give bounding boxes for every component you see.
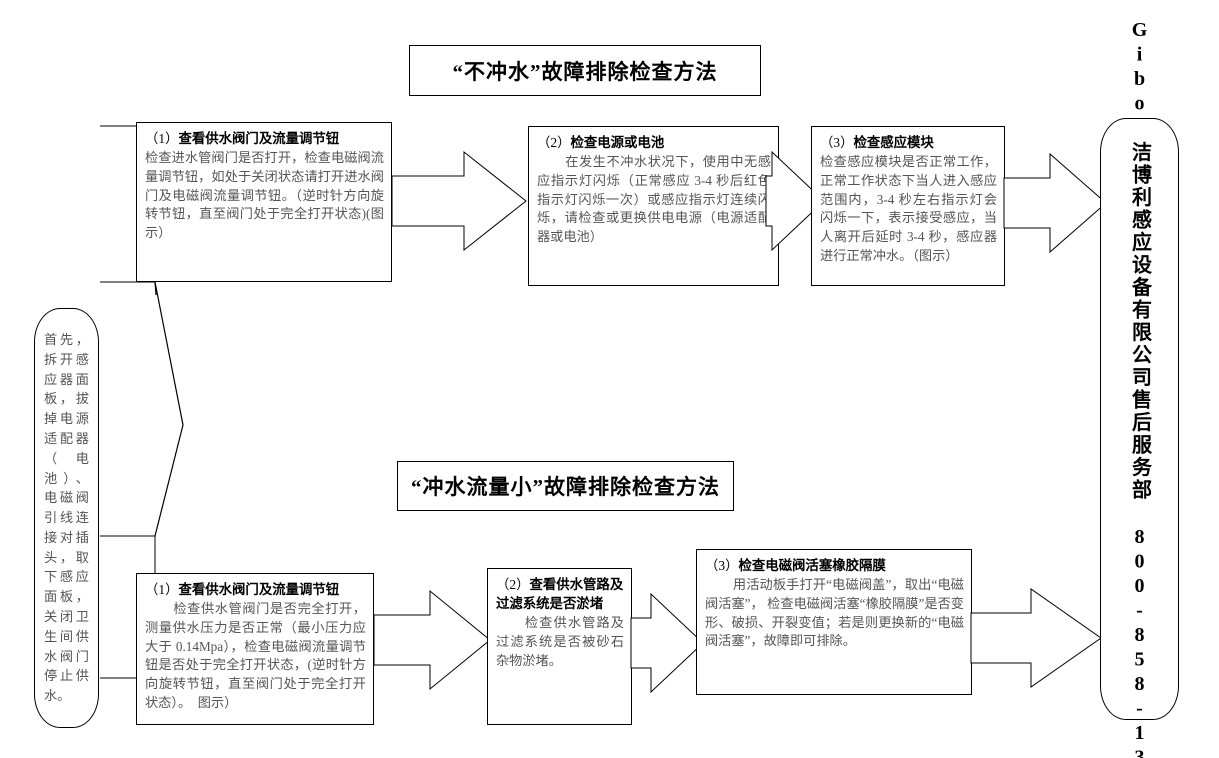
section-1-step-1-body: 检查进水管阀门是否打开，检查电磁阀流量调节钮，如处于关闭状态请打开进水阀门及电磁… [145,150,384,240]
section-2-title-text: “冲水流量小”故障排除检查方法 [411,475,720,499]
section-1-step-2-number: （2） [537,135,571,150]
company-panel-text: Gibo 洁博利感应设备有限公司售后服务部 800-858-1363 [1128,18,1151,758]
section-2-step-1-number: （1） [145,582,179,597]
section-2-step-1-heading-wrap: （1）查看供水阀门及流量调节钮 [145,580,366,599]
section-1-step-2: （2）检查电源或电池 在发生不冲水状况下，使用中无感应指示灯闪烁（正常感应 3-… [528,126,779,286]
section-1-title-text: “不冲水”故障排除检查方法 [452,59,718,84]
preparation-panel-text: 首先，拆开感应器面板，拔掉电源适配器（电池）、电磁阀引线连接对插头，取下感应面板… [44,331,89,704]
section-2-step-2: （2）查看供水管路及过滤系统是否淤堵 检查供水管路及过滤系统是否被砂石杂物淤堵。 [487,568,632,725]
section-2-step-3-heading: 检查电磁阀活塞橡胶隔膜 [738,558,886,573]
section-2-step-1: （1）查看供水阀门及流量调节钮 检查供水管阀门是否完全打开，测量供水压力是否正常… [136,573,374,725]
section-1-step-1-number: （1） [145,131,179,146]
section-1-step-3-body: 检查感应模块是否正常工作，正常工作状态下当人进入感应范围内，3-4 秒左右指示灯… [820,154,997,263]
arrow-top-step2-to-step3 [765,148,826,254]
section-2-step-1-heading: 查看供水阀门及流量调节钮 [178,582,340,597]
section-2-step-2-body: 检查供水管路及过滤系统是否被砂石杂物淤堵。 [496,614,624,670]
arrow-top-step1-to-step2 [391,148,528,254]
section-1-step-3-heading: 检查感应模块 [853,135,934,150]
section-2-step-2-body-text: 检查供水管路及过滤系统是否被砂石杂物淤堵。 [496,615,624,668]
section-2-title: “冲水流量小”故障排除检查方法 [397,461,734,511]
arrow-bottom-step2-to-step3 [630,590,705,696]
preparation-panel: 首先，拆开感应器面板，拔掉电源适配器（电池）、电磁阀引线连接对插头，取下感应面板… [34,308,99,728]
company-panel: Gibo 洁博利感应设备有限公司售后服务部 800-858-1363 [1100,19,1179,758]
section-2-step-2-number: （2） [496,577,530,592]
preparation-panel-text-wrap: 首先，拆开感应器面板，拔掉电源适配器（电池）、电磁阀引线连接对插头，取下感应面板… [35,309,98,727]
section-1-step-2-body: 在发生不冲水状况下，使用中无感应指示灯闪烁（正常感应 3-4 秒后红色指示灯闪烁… [537,153,771,247]
section-2-step-2-heading-wrap: （2）查看供水管路及过滤系统是否淤堵 [496,575,624,613]
section-2-step-3: （3）检查电磁阀活塞橡胶隔膜 用活动板手打开“电磁阀盖”，取出“电磁阀活塞”， … [696,549,972,695]
section-1-step-2-body-text: 在发生不冲水状况下，使用中无感应指示灯闪烁（正常感应 3-4 秒后红色指示灯闪烁… [537,154,771,244]
section-2-step-1-body: 检查供水管阀门是否完全打开，测量供水压力是否正常（最小压力应大于 0.14Mpa… [145,600,366,712]
section-1-step-3-number: （3） [820,135,854,150]
arrow-bottom-step3-to-company [970,585,1103,691]
section-2-step-2-heading: 查看供水管路及过滤系统是否淤堵 [496,577,624,612]
company-panel-text-wrap: Gibo 洁博利感应设备有限公司售后服务部 800-858-1363 [1101,19,1178,758]
section-2-step-3-body-text: 用活动板手打开“电磁阀盖”，取出“电磁阀活塞”， 检查电磁阀活塞“橡胶隔膜”是否… [705,577,964,649]
section-2-step-3-heading-wrap: （3）检查电磁阀活塞橡胶隔膜 [705,556,964,575]
section-1-step-3-heading-wrap: （3）检查感应模块 [820,133,997,152]
section-1-step-2-heading: 检查电源或电池 [570,135,665,150]
section-2-step-3-number: （3） [705,558,739,573]
section-1-step-2-heading-wrap: （2）检查电源或电池 [537,133,771,152]
section-1-step-1-heading-wrap: （1）查看供水阀门及流量调节钮 [145,129,384,148]
section-1-step-1: （1）查看供水阀门及流量调节钮 检查进水管阀门是否打开，检查电磁阀流量调节钮，如… [136,122,392,282]
section-2-step-3-body: 用活动板手打开“电磁阀盖”，取出“电磁阀活塞”， 检查电磁阀活塞“橡胶隔膜”是否… [705,576,964,651]
arrow-top-step3-to-company [1003,150,1108,256]
section-1-step-3: （3）检查感应模块 检查感应模块是否正常工作，正常工作状态下当人进入感应范围内，… [811,126,1005,286]
section-2-step-1-body-text: 检查供水管阀门是否完全打开，测量供水压力是否正常（最小压力应大于 0.14Mpa… [145,601,366,710]
section-1-step-1-heading: 查看供水阀门及流量调节钮 [178,131,340,146]
arrow-bottom-step1-to-step2 [373,587,492,693]
section-1-title: “不冲水”故障排除检查方法 [409,45,761,96]
